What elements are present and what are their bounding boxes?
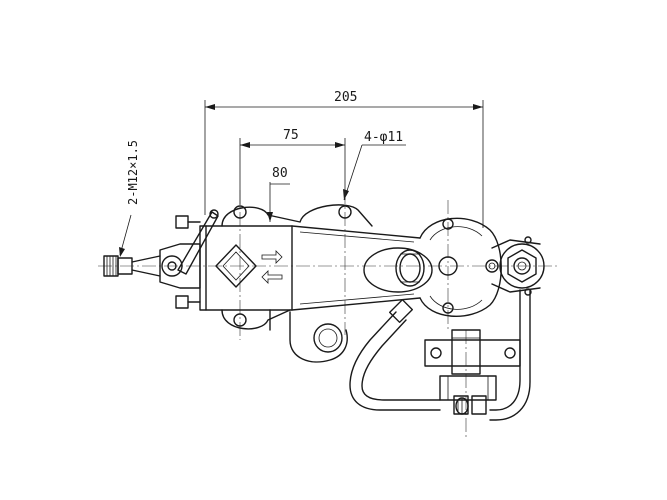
pipe-assembly	[349, 289, 531, 421]
end-cap	[159, 209, 219, 309]
dimension-80-label: 80	[272, 166, 288, 181]
callout-4-phi11: 4-φ11	[343, 130, 406, 201]
callout-thread-label: 2-M12×1.5	[126, 140, 140, 205]
dimension-75: 75	[239, 128, 346, 205]
threaded-fitting	[103, 255, 161, 277]
center-lines	[98, 190, 560, 440]
dimension-75-label: 75	[283, 128, 299, 143]
dimension-205: 205	[204, 90, 484, 228]
lower-boss	[269, 309, 348, 363]
valve-body	[199, 204, 433, 330]
dimension-80: 80	[267, 166, 290, 222]
callout-thread: 2-M12×1.5	[119, 140, 140, 257]
dimension-205-label: 205	[334, 90, 357, 105]
pivot-housing	[419, 217, 502, 317]
callout-4-phi11-label: 4-φ11	[364, 130, 403, 145]
link-arm	[491, 236, 545, 296]
